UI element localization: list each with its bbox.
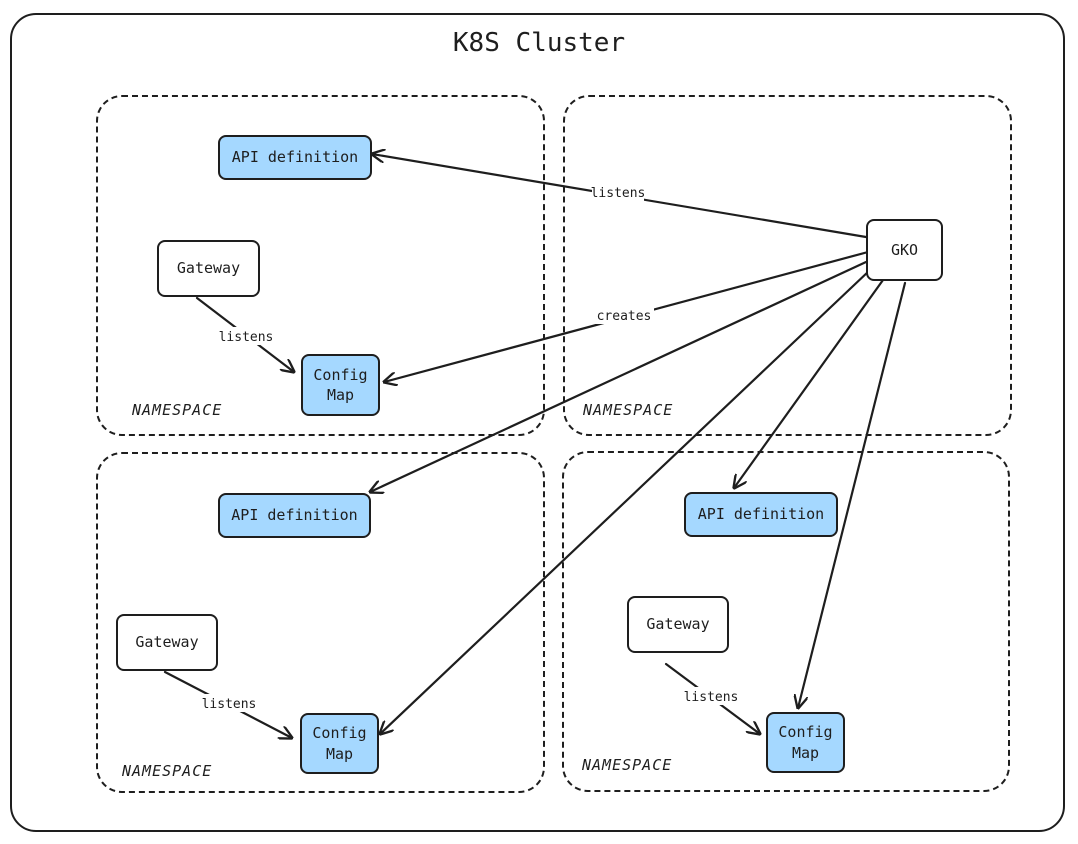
config-map-label: Config Map — [313, 365, 368, 404]
config-map-bottom-left[interactable]: Config Map — [300, 713, 379, 774]
namespace-label-top-right: NAMESPACE — [583, 401, 674, 419]
config-map-top-left[interactable]: Config Map — [301, 354, 380, 416]
namespace-label-top-left: NAMESPACE — [132, 401, 223, 419]
gateway-top-left[interactable]: Gateway — [157, 240, 260, 297]
namespace-label-bottom-left: NAMESPACE — [122, 762, 213, 780]
k8s-cluster-frame — [10, 13, 1065, 832]
namespace-top-right — [563, 95, 1012, 436]
gko-label: GKO — [890, 240, 919, 259]
api-definition-label: API definition — [697, 505, 825, 524]
api-definition-bottom-right[interactable]: API definition — [684, 492, 838, 537]
config-map-label: Config Map — [312, 724, 367, 763]
api-definition-top-left[interactable]: API definition — [218, 135, 372, 180]
config-map-bottom-right[interactable]: Config Map — [766, 712, 845, 773]
config-map-label: Config Map — [778, 723, 833, 762]
gateway-label: Gateway — [176, 259, 241, 278]
cluster-title: K8S Cluster — [452, 28, 626, 58]
gateway-bottom-right[interactable]: Gateway — [627, 596, 729, 653]
api-definition-bottom-left[interactable]: API definition — [218, 493, 371, 538]
gateway-label: Gateway — [135, 633, 199, 652]
gateway-bottom-left[interactable]: Gateway — [116, 614, 218, 671]
gko-operator[interactable]: GKO — [866, 219, 943, 281]
namespace-label-bottom-right: NAMESPACE — [582, 756, 673, 774]
api-definition-label: API definition — [231, 506, 358, 525]
gateway-label: Gateway — [646, 615, 710, 634]
api-definition-label: API definition — [231, 148, 359, 167]
